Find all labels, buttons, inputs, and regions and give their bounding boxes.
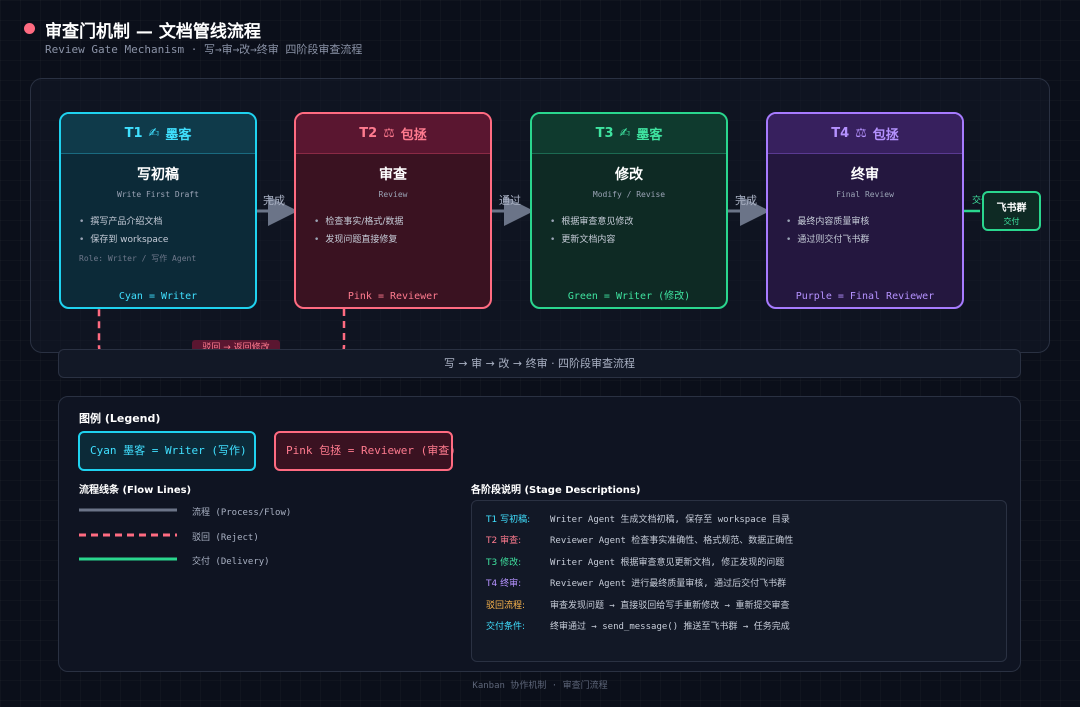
stage-desc-row: 驳回流程: 审查发现问题 → 直接驳回给写手重新修改 → 重新提交审查 — [486, 598, 790, 611]
stage-bullet: 发现问题直接修复 — [314, 231, 490, 249]
scales-icon: ⚖ — [383, 126, 395, 141]
stage-bullets: 检查事实/格式/数据 发现问题直接修复 — [314, 213, 490, 249]
flow-lines-title: 流程线条 (Flow Lines) — [79, 485, 192, 496]
stage-title-en: Final Review — [836, 190, 894, 199]
stage-bullet: 根据审查意见修改 — [550, 213, 726, 231]
stage-desc-row: T1 写初稿: Writer Agent 生成文档初稿, 保存至 workspac… — [486, 512, 790, 525]
scales-icon: ⚖ — [855, 126, 867, 141]
stage-header: T4 ⚖ 包拯 — [768, 114, 962, 154]
stage-desc-row: T3 修改: Writer Agent 根据审查意见更新文档, 修正发现的问题 — [486, 555, 784, 568]
stage-header: T3 ✍ 墨客 — [532, 114, 726, 154]
stage-card-t2[interactable]: T2 ⚖ 包拯 审查 Review 检查事实/格式/数据 发现问题直接修复 Pi… — [294, 112, 492, 309]
stage-footer: Pink = Reviewer — [347, 291, 439, 302]
stage-agent: 包拯 — [400, 128, 427, 143]
page-title: 审查门机制 — 文档管线流程 — [45, 22, 261, 42]
stage-agent: 包拯 — [872, 128, 899, 143]
stage-footer: Purple = Final Reviewer — [795, 291, 935, 302]
arrow-label-complete-2: 完成 — [735, 194, 757, 207]
stage-desc-box — [471, 500, 1007, 662]
legend-label-process: 流程 (Process/Flow) — [192, 508, 292, 518]
stage-header: T1 ✍ 墨客 — [61, 114, 255, 154]
stage-desc-key: T2 审查: — [486, 536, 522, 546]
stage-bullets: 最终内容质量审核 通过则交付飞书群 — [786, 213, 962, 249]
stage-title: 终审 — [851, 167, 879, 183]
stage-title: 修改 — [615, 167, 643, 183]
stage-tag: T4 — [831, 126, 850, 141]
delivery-target[interactable]: 飞书群 交付 — [982, 191, 1041, 231]
stage-card-t3[interactable]: T3 ✍ 墨客 修改 Modify / Revise 根据审查意见修改 更新文档… — [530, 112, 728, 309]
delivery-sub: 交付 — [1003, 217, 1020, 226]
stage-footer: Green = Writer (修改) — [567, 291, 691, 302]
stage-title-en: Review — [378, 190, 408, 199]
writer-hand-icon: ✍ — [148, 126, 160, 141]
page-footer: Kanban 协作机制 · 审查门流程 — [472, 681, 608, 691]
stage-title-en: Modify / Revise — [592, 190, 666, 199]
stage-bullet: 检查事实/格式/数据 — [314, 213, 490, 231]
stage-desc-key: T1 写初稿: — [486, 515, 531, 525]
stage-desc-value: 审查发现问题 → 直接驳回给写手重新修改 → 重新提交审查 — [550, 601, 790, 611]
stage-desc-key: 交付条件: — [486, 622, 526, 632]
stage-bullet: 保存到 workspace — [79, 231, 255, 249]
stage-title: 审查 — [379, 167, 407, 183]
delivery-title: 飞书群 — [996, 203, 1027, 214]
arrow-label-pass: 通过 — [499, 194, 521, 207]
stage-desc-value: Reviewer Agent 检查事实准确性、格式规范、数据正确性 — [550, 536, 794, 546]
summary-bar: 写 → 审 → 改 → 终审 · 四阶段审查流程 — [58, 349, 1021, 378]
legend-chip-reviewer: Pink 包拯 = Reviewer (审查) — [274, 431, 456, 471]
arrow-label-deliver: 交付 — [972, 196, 991, 206]
stage-bullet: 更新文档内容 — [550, 231, 726, 249]
stage-desc-value: Reviewer Agent 进行最终质量审核, 通过后交付飞书群 — [550, 579, 787, 589]
stage-bullets: 撰写产品介绍文档 保存到 workspace — [79, 213, 255, 249]
stage-tag: T1 — [124, 126, 143, 141]
stage-desc-title: 各阶段说明 (Stage Descriptions) — [471, 485, 641, 496]
stage-bullet: 撰写产品介绍文档 — [79, 213, 255, 231]
legend-label-reject: 驳回 (Reject) — [192, 533, 259, 543]
stage-agent: 墨客 — [165, 128, 192, 143]
stage-bullet: 最终内容质量审核 — [786, 213, 962, 231]
title-dot — [24, 23, 35, 34]
stage-header: T2 ⚖ 包拯 — [296, 114, 490, 154]
legend-label-delivery: 交付 (Delivery) — [192, 557, 270, 567]
stage-card-t1[interactable]: T1 ✍ 墨客 写初稿 Write First Draft 撰写产品介绍文档 保… — [59, 112, 257, 309]
stage-role-note: Role: Writer / 写作 Agent — [79, 254, 197, 263]
legend-chip-writer: Cyan 墨客 = Writer (写作) — [78, 431, 256, 471]
stage-desc-key: T4 终审: — [486, 579, 522, 589]
stage-desc-row: 交付条件: 终审通过 → send_message() 推送至飞书群 → 任务完成 — [486, 619, 790, 632]
stage-desc-row: T4 终审: Reviewer Agent 进行最终质量审核, 通过后交付飞书群 — [486, 576, 786, 589]
stage-title-en: Write First Draft — [117, 190, 199, 199]
stage-desc-key: T3 修改: — [486, 558, 522, 568]
stage-desc-value: 终审通过 → send_message() 推送至飞书群 → 任务完成 — [550, 622, 790, 632]
stage-title: 写初稿 — [137, 167, 179, 183]
stage-bullet: 通过则交付飞书群 — [786, 231, 962, 249]
legend-title: 图例 (Legend) — [79, 412, 161, 425]
stage-desc-key: 驳回流程: — [486, 601, 526, 611]
stage-card-t4[interactable]: T4 ⚖ 包拯 终审 Final Review 最终内容质量审核 通过则交付飞书… — [766, 112, 964, 309]
stage-tag: T3 — [595, 126, 614, 141]
stage-desc-row: T2 审查: Reviewer Agent 检查事实准确性、格式规范、数据正确性 — [486, 533, 793, 546]
arrow-label-complete-1: 完成 — [263, 194, 285, 207]
page-subtitle: Review Gate Mechanism · 写→审→改→终审 四阶段审查流程 — [45, 43, 363, 56]
stage-footer: Cyan = Writer — [118, 291, 198, 302]
stage-desc-value: Writer Agent 根据审查意见更新文档, 修正发现的问题 — [550, 558, 785, 568]
stage-agent: 墨客 — [636, 128, 663, 143]
writer-hand-icon: ✍ — [619, 126, 631, 141]
stage-bullets: 根据审查意见修改 更新文档内容 — [550, 213, 726, 249]
stage-tag: T2 — [359, 126, 378, 141]
stage-desc-value: Writer Agent 生成文档初稿, 保存至 workspace 目录 — [550, 515, 790, 525]
